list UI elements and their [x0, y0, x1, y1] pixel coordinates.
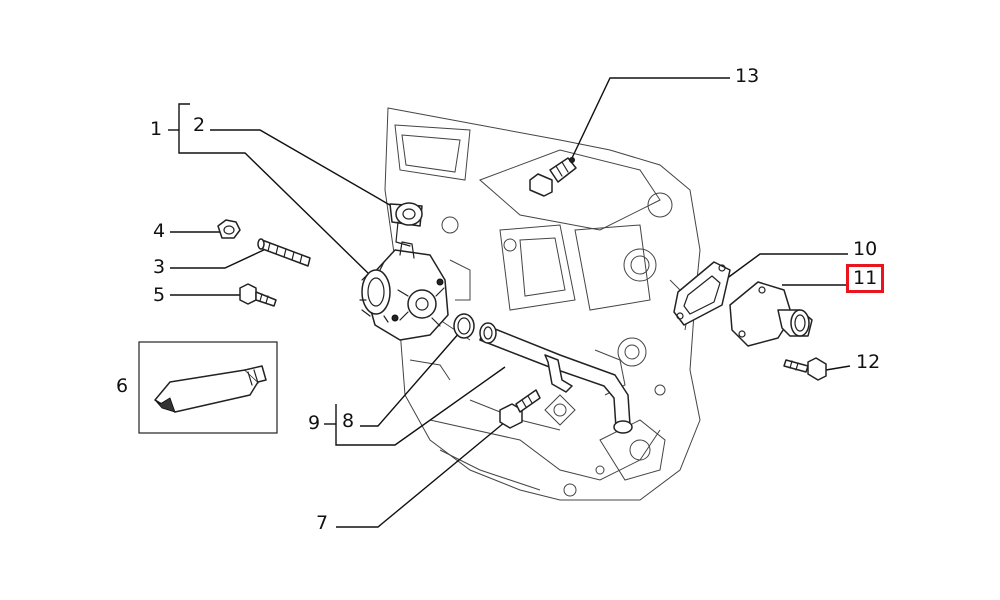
- part-10-gasket: [673, 261, 731, 326]
- part-5-bolt: [239, 283, 277, 307]
- callout-7: 7: [316, 512, 329, 534]
- callout-8: 8: [342, 410, 355, 432]
- engine-block: [384, 107, 701, 501]
- part-3-stud: [257, 238, 311, 267]
- part-13-temperature-sensor: [529, 157, 577, 197]
- part-12-bolt: [783, 357, 827, 381]
- callout-6: 6: [116, 375, 129, 397]
- part-4-nut: [217, 219, 241, 239]
- callout-12: 12: [856, 351, 881, 373]
- part-1-water-pump: [359, 241, 449, 341]
- part-2-bushing: [389, 202, 423, 247]
- callout-2: 2: [193, 114, 206, 136]
- part-9-coolant-pipe: [479, 322, 633, 434]
- callout-13: 13: [735, 65, 760, 87]
- part-6-sealant-box: [138, 341, 278, 434]
- callout-9: 9: [308, 412, 321, 434]
- part-7-bolt: [499, 389, 541, 429]
- leader-lines: [168, 77, 851, 528]
- callout-10: 10: [853, 238, 878, 260]
- callout-11-highlighted: 11: [846, 264, 885, 293]
- callout-3: 3: [153, 256, 166, 278]
- callout-1: 1: [150, 118, 163, 140]
- callout-4: 4: [153, 220, 166, 242]
- callout-5: 5: [153, 284, 166, 306]
- part-11-thermostat-housing: [729, 281, 813, 347]
- part-8-gasket-ring: [453, 313, 475, 339]
